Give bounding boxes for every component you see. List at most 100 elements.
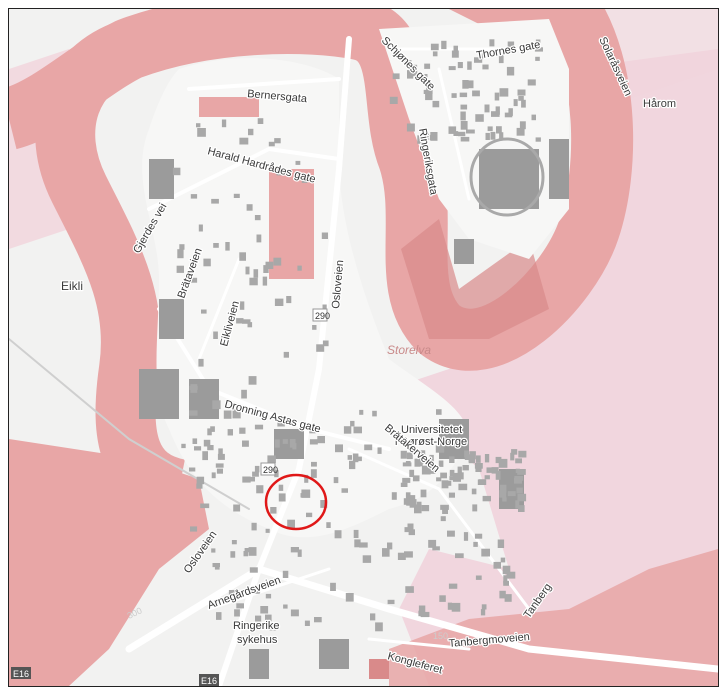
small-building (265, 528, 270, 533)
small-building (485, 132, 490, 140)
small-building (409, 64, 418, 70)
small-building (422, 74, 428, 80)
small-building (242, 440, 249, 447)
small-building (343, 426, 352, 434)
small-building (511, 449, 518, 455)
small-building (440, 472, 447, 479)
small-building (463, 532, 469, 541)
label-ringerike-sykehus-2: sykehus (237, 634, 278, 646)
small-building (273, 257, 282, 266)
small-building (232, 409, 241, 419)
shield-e16-west: E16 (13, 669, 29, 679)
small-building (207, 428, 212, 436)
small-building (435, 445, 445, 453)
small-building (290, 547, 299, 553)
small-building (228, 590, 238, 597)
small-building (239, 137, 249, 145)
small-building (300, 493, 309, 498)
small-building (245, 266, 250, 275)
small-building (474, 463, 483, 469)
small-building (429, 454, 434, 463)
small-building (290, 609, 299, 617)
small-building (515, 468, 520, 473)
small-building (535, 39, 541, 47)
small-building (471, 488, 477, 495)
small-building (481, 548, 490, 557)
small-building (453, 131, 459, 136)
small-building (335, 444, 343, 453)
small-building (473, 541, 478, 547)
small-building (428, 539, 437, 548)
small-building (265, 261, 274, 269)
small-building (289, 439, 296, 448)
small-building (438, 460, 444, 467)
small-building (453, 45, 458, 55)
small-building (507, 41, 515, 47)
small-building (362, 555, 372, 563)
small-building (282, 439, 288, 444)
highlight-marker-circle[interactable] (264, 473, 328, 531)
small-building (432, 100, 440, 108)
small-building (447, 530, 455, 537)
small-building (499, 132, 504, 141)
small-building (244, 548, 251, 553)
small-building (190, 194, 198, 199)
small-building (196, 123, 201, 128)
small-building (535, 137, 541, 142)
small-building (359, 409, 364, 415)
small-building (403, 60, 412, 65)
small-building (278, 484, 284, 491)
small-building (297, 265, 302, 271)
small-building (407, 523, 414, 530)
small-building (441, 40, 447, 50)
small-building (312, 325, 317, 330)
small-building (218, 448, 223, 455)
small-building (527, 79, 536, 86)
small-building (215, 463, 224, 468)
small-building (192, 438, 198, 444)
small-building (270, 507, 277, 514)
small-building (418, 610, 423, 617)
small-building (254, 215, 261, 221)
label-ringerike-sykehus-1: Ringerike (233, 620, 279, 632)
small-building (309, 427, 316, 434)
small-building (207, 445, 214, 451)
small-building (409, 469, 415, 478)
map-canvas[interactable]: Thornes gate Schjønes gate Ringeriksgata… (9, 9, 718, 686)
small-building (484, 454, 490, 463)
small-building (487, 126, 493, 132)
small-building (256, 485, 264, 494)
sports-track (469, 137, 545, 217)
small-building (211, 198, 219, 204)
small-building (493, 561, 501, 569)
small-building (475, 114, 484, 122)
small-building (424, 63, 431, 69)
small-building (202, 451, 208, 461)
flood-zone-river-inner (401, 219, 549, 339)
small-building (267, 455, 276, 463)
small-building (467, 61, 472, 70)
small-building (421, 505, 430, 512)
small-building (500, 484, 507, 493)
small-building (466, 129, 475, 134)
small-building (188, 277, 198, 283)
small-building (502, 565, 511, 575)
small-building (460, 121, 468, 130)
small-building (412, 475, 420, 482)
map-viewport[interactable]: Thornes gate Schjønes gate Ringeriksgata… (8, 8, 719, 687)
small-building (518, 505, 525, 512)
small-building (460, 104, 468, 110)
small-building (405, 586, 414, 593)
small-building (452, 472, 461, 482)
small-building (269, 622, 277, 631)
small-buildings (172, 39, 543, 632)
small-building (481, 53, 486, 59)
small-building (418, 605, 426, 613)
small-building (457, 472, 464, 480)
small-building (283, 604, 288, 609)
small-building (246, 204, 253, 211)
small-building (230, 551, 236, 558)
road-shields: 290 290 E16 E16 150 300 (11, 308, 448, 686)
small-building (506, 66, 515, 76)
small-building (436, 409, 442, 415)
